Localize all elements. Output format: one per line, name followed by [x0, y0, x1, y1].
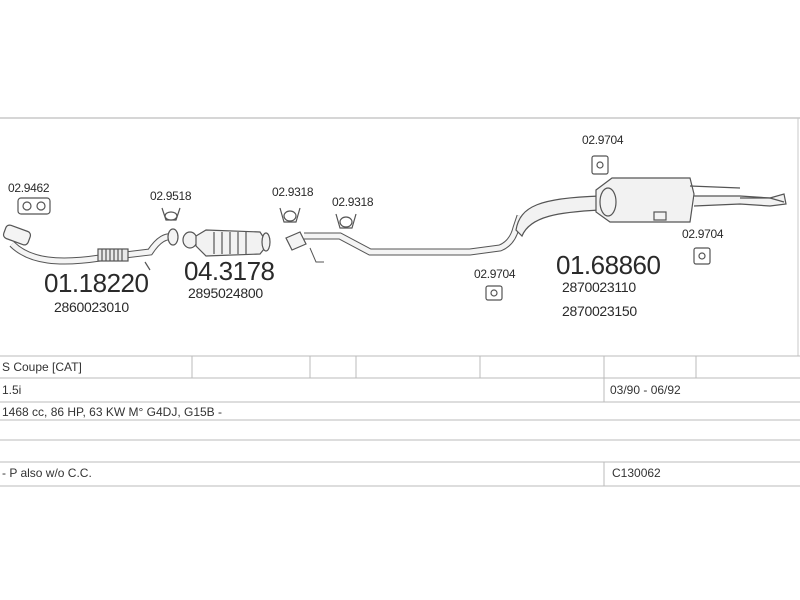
hanger-02-9518-drawing — [161, 207, 181, 221]
hanger-02-9462-drawing — [17, 197, 51, 215]
centre-pipe-drawing — [285, 214, 524, 263]
hanger-02-9704-drawing-a — [485, 285, 503, 301]
hanger-02-9704-label-top: 02.9704 — [582, 133, 624, 147]
hanger-02-9318-drawing-a — [279, 207, 301, 223]
model-cell: S Coupe [CAT] — [2, 360, 82, 374]
rear-silencer-ref: 01.68860 — [556, 250, 661, 280]
hanger-02-9318-drawing-b — [335, 213, 357, 229]
engine-cell: 1.5i — [2, 383, 22, 397]
front-pipe-drawing — [2, 224, 179, 271]
hanger-02-9318-label-a: 02.9318 — [272, 185, 314, 199]
hanger-02-9318-label-b: 02.9318 — [332, 195, 374, 209]
hanger-02-9462-label: 02.9462 — [8, 181, 50, 195]
rear-silencer-oem-2: 2870023150 — [562, 303, 637, 319]
hanger-02-9704-drawing-b — [591, 155, 609, 175]
note-cell: - P also w/o C.C. — [2, 466, 92, 480]
years-cell: 03/90 - 06/92 — [610, 383, 681, 397]
hanger-02-9704-label-centre: 02.9704 — [474, 267, 516, 281]
catalyst-ref: 04.3178 — [184, 256, 275, 286]
front-pipe-ref: 01.18220 — [44, 268, 149, 298]
code-cell: C130062 — [612, 466, 661, 480]
hanger-02-9518-label: 02.9518 — [150, 189, 192, 203]
rear-silencer-oem-1: 2870023110 — [562, 279, 636, 295]
hanger-02-9704-drawing-c — [693, 247, 711, 265]
front-pipe-oem: 2860023010 — [54, 299, 129, 315]
rear-silencer-drawing — [515, 177, 787, 238]
hanger-02-9704-label-right: 02.9704 — [682, 227, 724, 241]
catalyst-drawing — [182, 229, 271, 257]
spec-cell: 1468 cc, 86 HP, 63 KW M° G4DJ, G15B - — [2, 405, 223, 419]
spec-table — [0, 355, 800, 487]
catalyst-oem: 2895024800 — [188, 285, 263, 301]
